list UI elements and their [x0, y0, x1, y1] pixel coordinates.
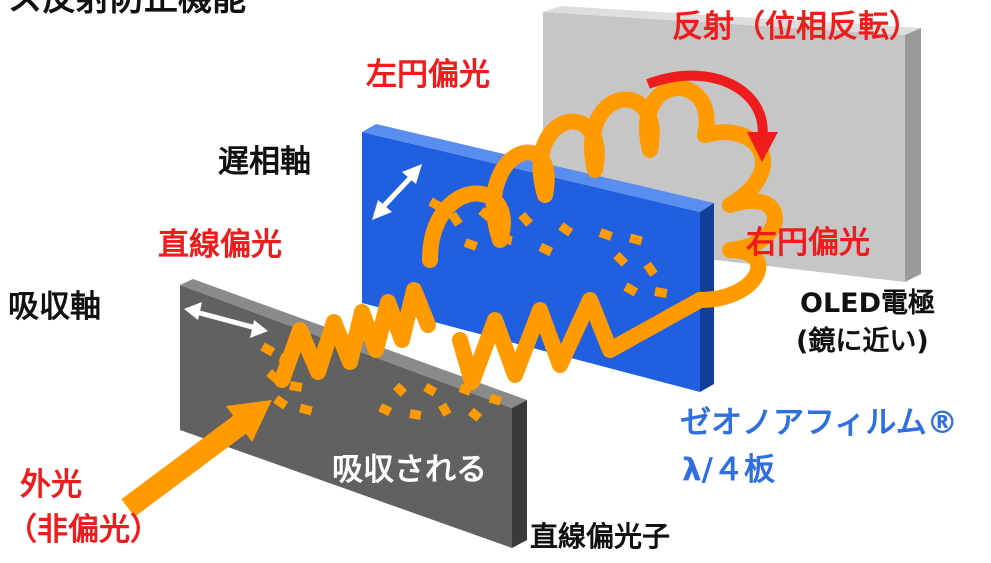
- dashed-light-fragments: [260, 197, 668, 422]
- slow-axis-label: 遅相軸: [218, 144, 311, 180]
- absorbed-label: 吸収される: [332, 452, 487, 488]
- film-type-label: λ/４板: [682, 452, 775, 488]
- absorption-axis-label: 吸収軸: [8, 289, 101, 325]
- curved-arrow-icon: [646, 70, 778, 162]
- double-arrow-icon: [184, 302, 268, 338]
- incoming-light-arrow-icon: [121, 400, 272, 517]
- external-light-label: 外光: [20, 467, 82, 503]
- reflection-label: 反射（位相反転）: [672, 9, 920, 45]
- oled-electrode-note: (鏡に近い): [796, 326, 929, 357]
- film-name-label: ゼオノアフィルム®: [680, 405, 958, 441]
- double-arrow-icon: [372, 164, 422, 220]
- title-partial: ス反射防止機能: [8, 0, 246, 16]
- right-circular-label: 右円偏光: [746, 225, 870, 261]
- linear-polarized-label: 直線偏光: [158, 227, 282, 263]
- left-circular-label: 左円偏光: [366, 57, 490, 93]
- polarizer-label: 直線偏光子: [530, 520, 671, 553]
- oled-electrode-label: OLED電極: [800, 288, 936, 319]
- unpolarized-label: （非偏光）: [6, 512, 161, 548]
- light-wave-paths: [274, 80, 783, 390]
